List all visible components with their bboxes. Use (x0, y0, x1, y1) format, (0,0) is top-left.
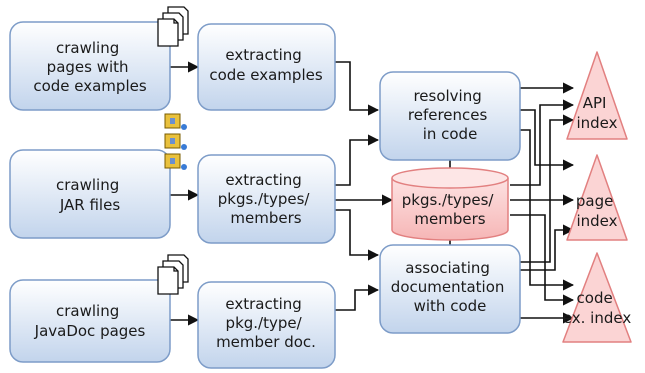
svg-text:crawling JAR files: crawling JAR files (56, 176, 124, 214)
svg-text:extracting code examples: extracting code examples (209, 46, 323, 84)
arrow-db-to-api-index (510, 99, 575, 186)
box-resolve-refs-line-2: references (408, 106, 488, 124)
box-extract-pkgs: extracting pkgs./types/ members (197, 154, 336, 244)
box-associate-doc-line-3: with code (414, 297, 487, 315)
arrow-db-to-code-index (510, 214, 575, 306)
svg-text:extracting pkg./type/: extracting pkg./type/ member doc. (216, 295, 316, 351)
box-crawl-javadoc-line-2: JavaDoc pages (34, 322, 146, 340)
box-extract-code: extracting code examples (197, 23, 336, 111)
index-api-line-1: API (583, 94, 607, 112)
box-associate-doc: associating documentation with code (379, 244, 521, 334)
index-page: page index (566, 154, 628, 241)
box-crawl-jar-line-2: JAR files (59, 196, 120, 214)
svg-text:resolving references: resolving references in code (408, 87, 492, 143)
index-code: code ex. index (562, 252, 632, 343)
index-api: API index (566, 51, 628, 140)
svg-text:associating documentatio: associating documentation with code (391, 259, 509, 315)
index-page-line-1: page (576, 192, 613, 210)
database-line-1: pkgs./types/ (402, 191, 495, 209)
box-resolve-refs-line-3: in code (423, 125, 478, 143)
index-api-line-2: index (576, 114, 617, 132)
arrow-resolve-to-code-index (520, 129, 575, 291)
svg-text:extracting pkgs./types/: extracting pkgs./types/ members (218, 171, 315, 227)
arrow-resolve-to-page-index (520, 109, 575, 171)
box-crawl-pages: crawling pages with code examples (9, 21, 171, 111)
index-page-line-2: index (576, 212, 617, 230)
database-line-2: members (414, 210, 485, 228)
box-crawl-javadoc: crawling JavaDoc pages (9, 279, 171, 363)
arrow-extract-doc-to-associate (335, 284, 380, 311)
svg-text:page index: page index (576, 192, 618, 230)
box-crawl-jar: crawling JAR files (9, 149, 171, 239)
arrow-extract-pkgs-to-resolve (335, 134, 380, 186)
box-extract-pkgs-line-3: members (230, 209, 301, 227)
web-pages-icon (157, 6, 189, 47)
box-extract-pkgs-line-2: pkgs./types/ (218, 190, 311, 208)
connectors (170, 61, 575, 326)
arrow-extract-code-to-resolve (335, 61, 380, 116)
arrow-associate-to-page-index (520, 224, 575, 271)
javadoc-pages-icon (157, 254, 189, 295)
box-extract-pkgs-line-1: extracting (225, 171, 301, 189)
box-crawl-jar-line-1: crawling (56, 176, 119, 194)
box-crawl-pages-line-1: crawling (56, 39, 119, 57)
svg-text:crawling pages with: crawling pages with code examples (33, 39, 147, 95)
svg-text:pkgs./types/ members: pkgs./types/ members (402, 191, 499, 228)
arrow-extract-pkgs-to-associate (335, 209, 380, 261)
database-pkgs: pkgs./types/ members (391, 167, 509, 241)
box-crawl-javadoc-line-1: crawling (56, 302, 119, 320)
box-associate-doc-line-2: documentation (391, 278, 505, 296)
svg-text:code ex. index: code ex. index (563, 289, 632, 327)
index-code-line-1: code (577, 289, 613, 307)
index-code-line-2: ex. index (563, 309, 632, 327)
box-extract-doc: extracting pkg./type/ member doc. (197, 281, 336, 369)
box-crawl-pages-line-3: code examples (33, 77, 147, 95)
jar-files-icon (164, 113, 187, 170)
box-extract-doc-line-2: pkg./type/ (226, 314, 303, 332)
box-extract-doc-line-1: extracting (225, 295, 301, 313)
svg-text:crawling JavaDoc pages: crawling JavaDoc pages (34, 302, 146, 340)
box-extract-code-line-1: extracting (225, 46, 301, 64)
box-associate-doc-line-1: associating (405, 259, 490, 277)
box-resolve-refs: resolving references in code (379, 71, 521, 161)
box-extract-doc-line-3: member doc. (216, 333, 316, 351)
box-resolve-refs-line-1: resolving (413, 87, 481, 105)
box-extract-code-line-2: code examples (209, 66, 323, 84)
box-crawl-pages-line-2: pages with (47, 58, 129, 76)
svg-text:API index: API index (576, 94, 617, 132)
arrow-associate-to-api-index (520, 114, 575, 263)
